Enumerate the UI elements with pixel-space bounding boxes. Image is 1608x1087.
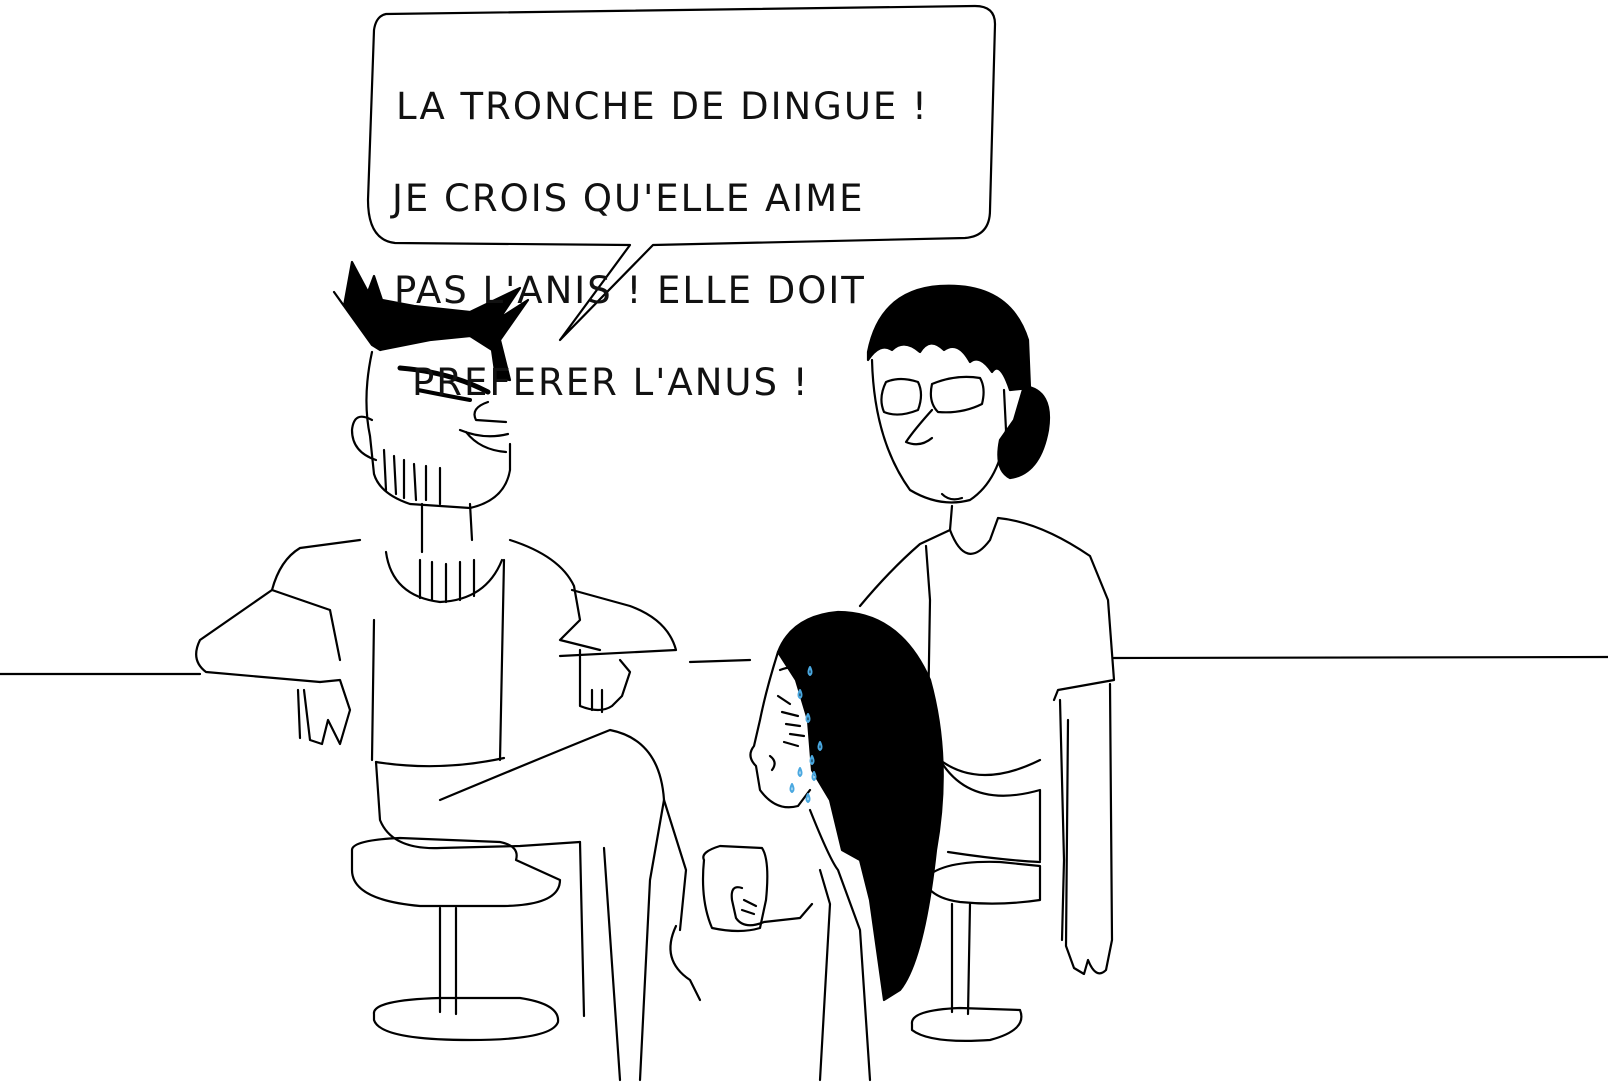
speech-line-3: PAS L'ANIS ! ELLE DOIT — [394, 269, 866, 312]
bar-counter — [0, 655, 1608, 676]
girl-hair — [776, 610, 944, 1002]
man-hair — [332, 260, 530, 382]
woman-character — [858, 284, 1116, 1042]
speech-bubble-text: LA TRONCHE DE DINGUE ! JE CROIS QU'ELLE … — [392, 38, 972, 452]
man-character — [195, 260, 702, 1082]
sweat-drops — [789, 666, 823, 803]
speech-line-2: JE CROIS QU'ELLE AIME — [392, 177, 865, 220]
woman-hair — [866, 284, 1032, 392]
speech-line-1: LA TRONCHE DE DINGUE ! — [396, 85, 929, 128]
speech-bubble — [366, 4, 997, 342]
speech-line-4: PREFERER L'ANUS ! — [412, 361, 810, 404]
girl-character — [701, 610, 944, 1082]
